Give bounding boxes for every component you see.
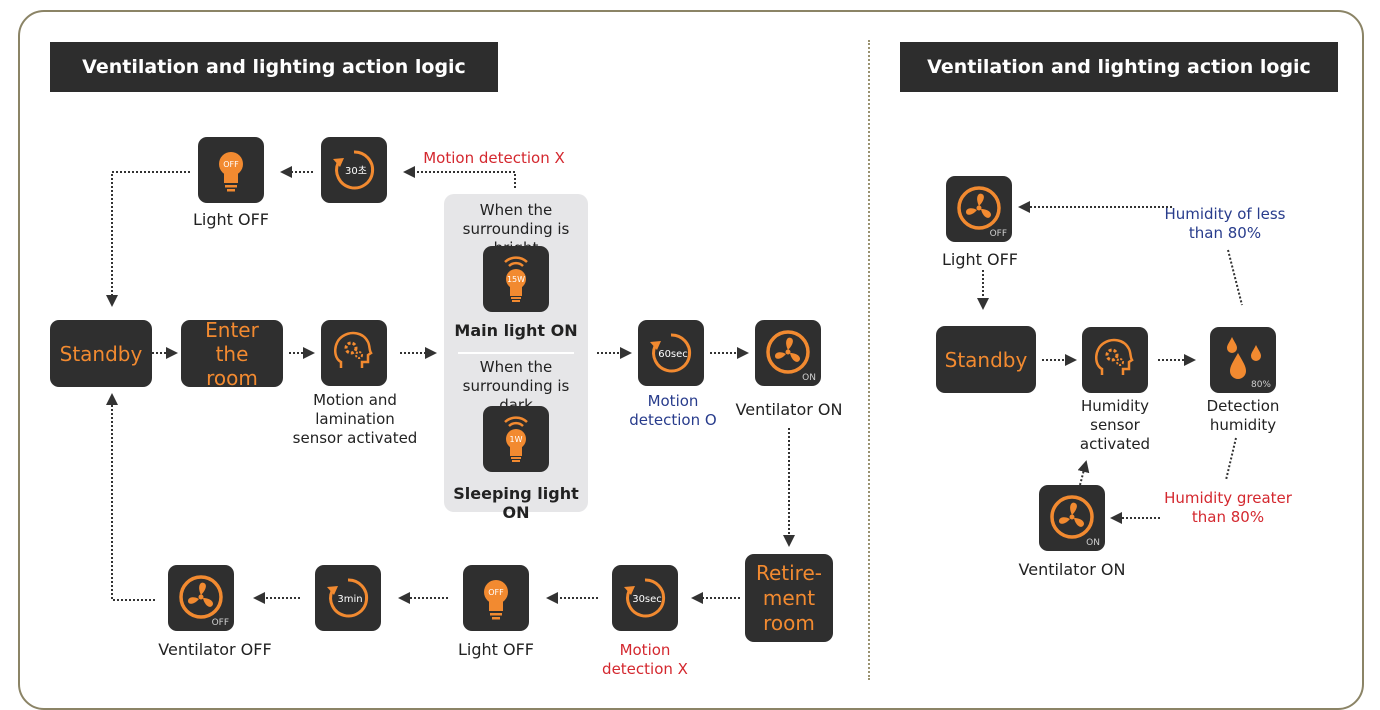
- ventilator-on-label: Ventilator ON: [735, 400, 843, 419]
- fan-off-right-icon: OFF: [946, 176, 1012, 242]
- sleeping-light-icon: 1W: [483, 406, 549, 472]
- retirement-room-tile: Retire- ment room: [745, 554, 833, 642]
- fan-on-right-tag: ON: [1086, 538, 1100, 548]
- right-title: Ventilation and lighting action logic: [900, 42, 1338, 92]
- motion-detection-o-label: Motion detection O: [629, 392, 717, 429]
- svg-text:30sec: 30sec: [632, 594, 662, 605]
- motion-detection-x-top-label: Motion detection X: [423, 149, 565, 167]
- timer-30-icon: 30초: [321, 137, 387, 203]
- svg-text:30초: 30초: [345, 165, 367, 177]
- ventilator-off-label: Ventilator OFF: [158, 640, 272, 659]
- timer-30sec-icon: 30sec: [612, 565, 678, 631]
- section-divider: [868, 40, 870, 680]
- svg-text:OFF: OFF: [223, 160, 239, 169]
- svg-text:3min: 3min: [337, 594, 362, 605]
- svg-text:1W: 1W: [510, 435, 523, 444]
- droplets-icon: 80%: [1210, 327, 1276, 393]
- bulb-off-bottom-icon: OFF: [463, 565, 529, 631]
- humidity-sensor-label: Humidity sensor activated: [1079, 397, 1151, 453]
- humidity-less-label: Humidity of less than 80%: [1164, 205, 1286, 242]
- fan-on-tag: ON: [802, 373, 816, 383]
- fan-off-tag: OFF: [211, 618, 229, 628]
- motion-detection-x-bottom-label: Motion detection X: [602, 641, 688, 678]
- light-off-top-label: Light OFF: [192, 210, 269, 229]
- head-gear-icon: [321, 320, 387, 386]
- fan-on-icon: ON: [755, 320, 821, 386]
- main-light-label: Main light ON: [454, 321, 578, 340]
- main-light-icon: 15W: [483, 246, 549, 312]
- sleeping-light-label: Sleeping light ON: [453, 484, 579, 522]
- svg-text:60sec: 60sec: [658, 349, 688, 360]
- fan-off-icon: OFF: [168, 565, 234, 631]
- connector-arrows: [106, 166, 1243, 604]
- humidity-greater-label: Humidity greater than 80%: [1164, 489, 1292, 526]
- timer-3min-icon: 3min: [315, 565, 381, 631]
- humidity-sensor-icon: [1082, 327, 1148, 393]
- svg-text:OFF: OFF: [488, 588, 504, 597]
- sensor-label: Motion and lamination sensor activated: [292, 391, 418, 447]
- right-standby-tile: Standby: [936, 326, 1036, 393]
- bulb-off-top-icon: OFF: [198, 137, 264, 203]
- panel-divider: [458, 352, 574, 354]
- right-ventilator-on-label: Ventilator ON: [1018, 560, 1126, 579]
- humidity-pct-tag: 80%: [1250, 380, 1271, 390]
- timer-60sec-icon: 60sec: [638, 320, 704, 386]
- light-off-bottom-label: Light OFF: [457, 640, 534, 659]
- left-title: Ventilation and lighting action logic: [50, 42, 498, 92]
- right-light-off-label: Light OFF: [941, 250, 1018, 269]
- fan-off-right-tag: OFF: [989, 229, 1007, 239]
- fan-on-right-icon: ON: [1039, 485, 1105, 551]
- detection-humidity-label: Detection humidity: [1206, 397, 1280, 434]
- svg-text:15W: 15W: [507, 275, 525, 284]
- enter-room-tile: Enter the room: [181, 318, 283, 390]
- standby-tile: Standby: [50, 320, 152, 387]
